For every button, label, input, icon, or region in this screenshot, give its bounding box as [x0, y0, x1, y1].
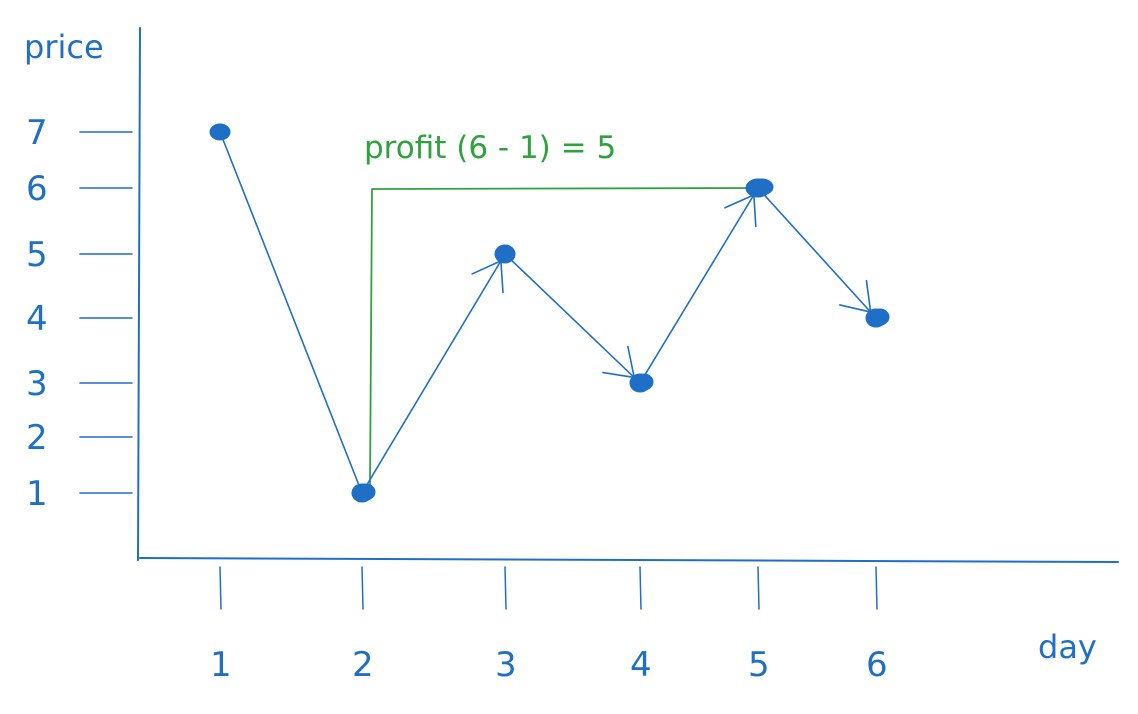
x-tick-3	[504, 566, 507, 610]
data-point-day-3	[494, 244, 516, 264]
series-segment-2-3	[361, 253, 506, 494]
y-tick-label-7: 7	[26, 113, 48, 153]
labels-layer: price day profit (6 - 1) = 5	[24, 28, 1097, 666]
x-tick-label-5: 5	[748, 645, 770, 685]
point-marker-overlay-day-6	[870, 308, 890, 326]
x-axis-label: day	[1038, 628, 1097, 666]
y-tick-label-3: 3	[26, 364, 48, 404]
y-axis-label: price	[24, 28, 104, 66]
arrow-head-right-5	[724, 194, 755, 209]
data-point-day-4	[629, 373, 654, 393]
point-marker-overlay-day-2	[356, 483, 376, 501]
point-marker-day-3	[494, 244, 516, 264]
arrow-head-right-3	[471, 260, 502, 275]
axes-layer: 1 2 3 4 5 6 7 1 2 3 4 5 6	[26, 27, 1119, 685]
x-tick-label-6: 6	[866, 645, 888, 685]
y-tick-label-2: 2	[26, 418, 48, 458]
x-tick-4	[639, 566, 642, 610]
y-axis-line	[137, 27, 141, 561]
series-segment-4-5	[639, 187, 759, 384]
arrow-head-right-6	[865, 279, 872, 313]
x-tick-2	[361, 566, 364, 610]
arrow-head-left-5	[753, 194, 757, 228]
y-tick-label-6: 6	[26, 169, 48, 209]
series-segment-5-6	[757, 187, 877, 319]
y-tick-label-5: 5	[26, 235, 48, 275]
x-tick-1	[219, 566, 222, 610]
data-point-day-5	[745, 178, 774, 198]
data-point-day-6	[865, 308, 890, 328]
profit-annotation-label: profit (6 - 1) = 5	[364, 130, 616, 166]
y-tick-label-4: 4	[26, 299, 48, 339]
data-point-day-2	[351, 483, 376, 503]
series-segment-1-2	[219, 131, 363, 494]
series-layer	[209, 123, 890, 503]
x-tick-label-3: 3	[495, 645, 517, 685]
annotation-layer	[369, 187, 759, 488]
x-tick-label-4: 4	[630, 645, 652, 685]
x-tick-label-1: 1	[210, 645, 232, 685]
arrow-head-left-3	[500, 260, 504, 294]
x-tick-5	[757, 566, 760, 610]
arrow-head-left-4	[602, 371, 636, 379]
x-axis-line	[139, 557, 1119, 563]
profit-bracket	[369, 187, 759, 488]
series-segment-3-4	[504, 253, 641, 384]
point-marker-overlay-day-5	[750, 178, 774, 196]
point-marker-overlay-day-4	[634, 373, 654, 391]
x-tick-label-2: 2	[352, 645, 374, 685]
x-tick-6	[875, 566, 878, 610]
y-tick-label-1: 1	[26, 474, 48, 514]
arrow-head-right-4	[627, 345, 636, 379]
data-point-day-1	[209, 123, 231, 141]
point-marker-day-1	[209, 123, 231, 141]
arrow-head-left-6	[839, 304, 872, 313]
